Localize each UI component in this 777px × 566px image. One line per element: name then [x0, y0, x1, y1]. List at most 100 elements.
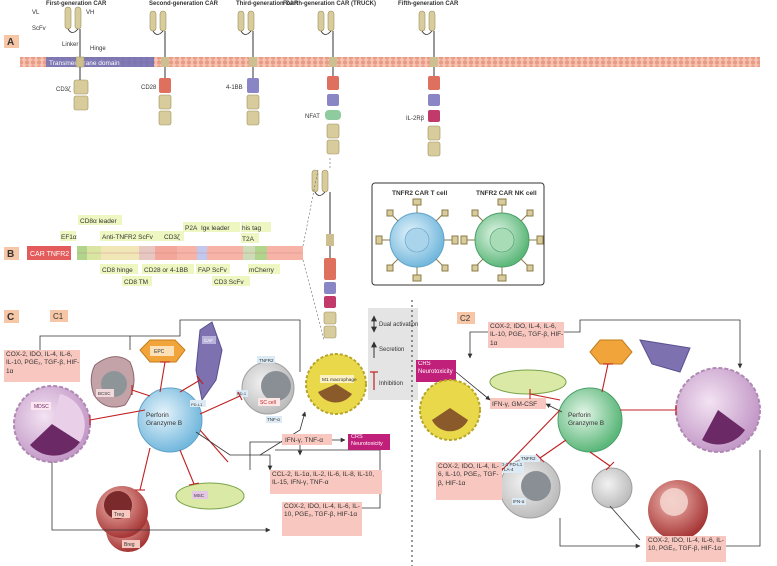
c1-crs-text: CRS Neurotoxicity: [351, 434, 383, 447]
c2-treg-cell: [648, 480, 708, 540]
panel-b-label: B: [7, 249, 14, 260]
panel-c2-label: C2: [460, 314, 471, 323]
c1-cytokine-box-top: [4, 350, 80, 382]
hinge-label: Hinge: [90, 46, 106, 52]
c2-cytokines-bottom-text: COX-2, IDO, IL-4, IL-6, IL-10, PGE₂, TGF…: [648, 537, 724, 553]
seg-anti-tnfr2-scfv: Anti-TNFR2 ScFv: [102, 234, 154, 241]
vl-label: VL: [32, 10, 40, 16]
panel-c2: C2 COX-2, IDO, IL-4, IL-6, IL-10, PGE₂, …: [416, 312, 761, 562]
bcsc-cell: BCSC: [90, 356, 135, 408]
gen2-car: [149, 10, 172, 126]
c1-ccl-box: [270, 470, 382, 494]
c2-checkpoints-text: PD-1 PD-L1 CTLA-4: [498, 462, 524, 473]
seg-fap-scfv: FAP ScFv: [198, 267, 228, 274]
construct-name-bg: [27, 246, 71, 260]
c2-cytokines-left-text: COX-2, IDO, IL-4, IL-6, IL-10, PGE₂, TGF…: [438, 463, 500, 487]
gen4-car: [317, 10, 341, 155]
construct-name: CAR TNFR2: [30, 251, 69, 258]
gen4-title: Fourth-generation CAR (TRUCK): [283, 1, 376, 7]
c2-cytokine-box-bottom: [646, 536, 726, 562]
gen1-domain: CD3ζ: [56, 87, 71, 93]
c2-ifn-label: IFN-γ, GM-CSF: [492, 401, 537, 408]
seg-t2a: T2A: [242, 236, 255, 243]
c1-ifn-tnf-label: IFN-γ, TNF-α: [285, 437, 323, 444]
c2-tnfr2-label: TNFR2: [521, 456, 536, 461]
seg-his-tag: his tag: [242, 225, 262, 232]
c2-epc-cell: [589, 339, 633, 365]
legend-secretion: Secretion: [379, 347, 404, 353]
gen5-car: [418, 10, 441, 157]
panel-b: B CAR TNFR2 EF1α CD8α leader Anti-TNFR2 …: [4, 158, 545, 341]
c2-sc-cell: TNFR2 PD-1 PD-L1 CTLA-4 IFN-α: [498, 455, 561, 519]
breg-label: Breg: [124, 542, 135, 548]
seg-cd28-or-41bb: CD28 or 4-1BB: [144, 267, 188, 274]
scfv-label: ScFv: [32, 26, 46, 32]
cell-membrane: [20, 57, 760, 67]
seg-p2a: P2A: [185, 225, 198, 232]
m1-macrophage: M1 macrophage: [305, 353, 367, 415]
c2-cytokine-box-left: [436, 462, 502, 500]
c2-cytokine-box-top: [488, 322, 564, 348]
pdl1-label-c1: PD-L1: [191, 402, 203, 407]
c2-perforin-label: Perforin Granzyme B: [568, 412, 605, 427]
car-t-cell-illustration: [375, 198, 459, 282]
seg-igk-leader: Igκ leader: [201, 225, 230, 232]
c2-mdsc-cell: [675, 367, 761, 453]
msc-cell: MSC: [175, 482, 245, 510]
panel-b-label-bg: [4, 247, 19, 260]
vh-label: VH: [86, 10, 94, 16]
legend-inhibition: Inhibition: [379, 381, 403, 387]
c2-ifn-alpha-label: IFN-α: [513, 499, 525, 504]
gen3-domain: 4-1BB: [226, 85, 243, 91]
panel-c1: C C1 COX-2, IDO, IL-4, IL-6, IL-10, PGE₂…: [4, 310, 390, 552]
gen4-domain: NFAT: [305, 114, 320, 120]
c1-cytokine-box-bottom: [282, 502, 362, 536]
gen5-domain: IL-2Rβ: [406, 116, 425, 122]
mdsc-cell: MDSC: [13, 385, 91, 463]
gen2-domain: CD28: [141, 85, 157, 91]
legend: Dual activation Secretion Inhibition: [368, 308, 418, 400]
gen1-car: [64, 6, 89, 111]
gen2-title: Second-generation CAR: [149, 1, 219, 7]
epc-label: EPC: [154, 349, 165, 355]
gen3-title: Third-generation CAR: [236, 1, 299, 7]
c1-car-t-cell: PD-L1 Perforin Granzyme B: [137, 387, 206, 453]
mdsc-label: MDSC: [34, 404, 49, 410]
c1-ccl-text: CCL-2, IL-1α, IL-2, IL-6, IL-8, IL-10, I…: [272, 471, 375, 487]
c2-crs-text: CRS Neurotoxicity: [418, 361, 453, 375]
c2-caf-cell: [639, 339, 691, 373]
tnf-alpha-label-c1: TNF-α: [267, 417, 280, 422]
c2-msc-cell: [489, 369, 567, 395]
m1-macrophage-label: M1 macrophage: [322, 377, 357, 383]
seg-cd3-scfv: CD3 ScFv: [214, 279, 244, 286]
panel-c1-label: C1: [53, 312, 64, 321]
msc-label: MSC: [194, 493, 205, 498]
treg-label: Treg: [114, 512, 124, 518]
seg-cd8a-leader: CD8α leader: [80, 218, 117, 225]
c1-inhibition-lines: [89, 361, 243, 491]
epc-cell: EPC: [139, 339, 186, 363]
tnfr2-label-c1: TNFR2: [259, 358, 274, 363]
tnfr2-car-receptor: [311, 169, 337, 339]
c2-bcsc-cell: [591, 467, 633, 509]
c1-cytokines-bottom-text: COX-2, IDO, IL-4, IL-6, IL-10, PGE₂, TGF…: [284, 503, 360, 519]
tm-domain-label: Transmembrane domain: [49, 60, 120, 67]
bcsc-label: BCSC: [98, 391, 111, 396]
sc-cell: SC cell TNFR2 PD-1 TNF-α: [236, 356, 295, 423]
c2-m1-macrophage: [419, 379, 481, 441]
pd1-label-c1: PD-1: [237, 391, 247, 396]
panel-a: A Transmembrane domain First-generation …: [4, 1, 760, 339]
c1-perforin-label: Perforin Granzyme B: [146, 412, 183, 427]
legend-dual: Dual activation: [379, 322, 418, 328]
c1-crs-badge: [348, 434, 390, 450]
tnfr2-car-t-cell-label: TNFR2 CAR T cell: [392, 190, 447, 197]
caf-label: CAF: [204, 338, 213, 343]
seg-cd8-hinge: CD8 hinge: [102, 267, 133, 274]
seg-mcherry: mCherry: [249, 267, 275, 274]
sc-cell-label: SC cell: [260, 400, 276, 406]
gen5-title: Fifth-generation CAR: [398, 1, 459, 7]
panel-a-label: A: [7, 37, 14, 48]
seg-cd8-tm: CD8 TM: [124, 279, 148, 286]
